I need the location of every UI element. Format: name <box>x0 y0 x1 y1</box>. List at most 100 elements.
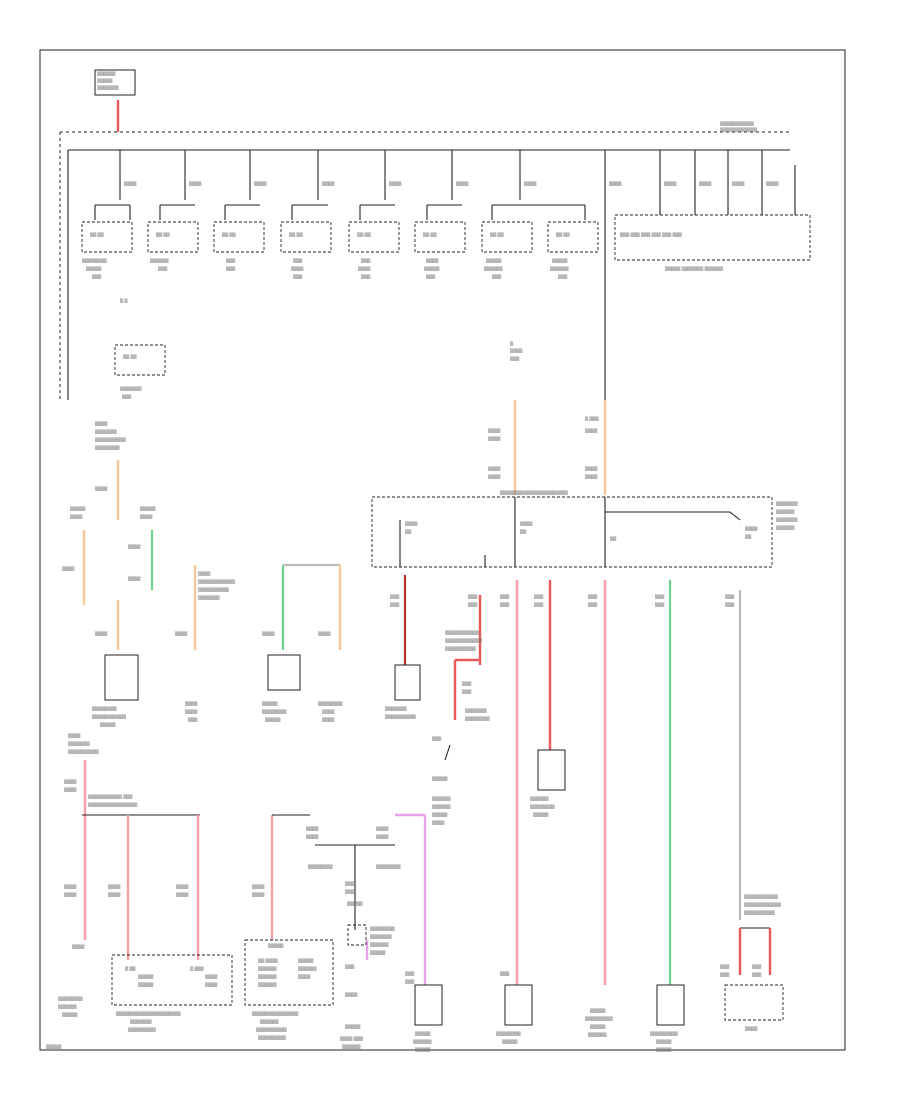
svg-text:▒▒▒▒▒▒: ▒▒▒▒▒▒ <box>776 509 795 514</box>
svg-text:▒▒▒▒▒▒: ▒▒▒▒▒▒ <box>432 804 451 809</box>
svg-text:▒▒▒▒: ▒▒▒▒ <box>64 787 77 792</box>
svg-text:▒▒▒▒: ▒▒▒▒ <box>432 820 445 825</box>
svg-text:▒▒▒▒: ▒▒▒▒ <box>456 181 469 186</box>
svg-text:▒▒▒▒: ▒▒▒▒ <box>376 826 389 831</box>
svg-text:▒▒▒▒: ▒▒▒▒ <box>185 709 198 714</box>
svg-text:▒▒▒▒: ▒▒▒▒ <box>322 709 335 714</box>
svg-text:▒▒▒▒▒▒▒: ▒▒▒▒▒▒▒ <box>130 1019 152 1024</box>
svg-text:▒▒▒▒: ▒▒▒▒ <box>95 486 108 491</box>
svg-text:▒▒▒▒: ▒▒▒▒ <box>609 181 622 186</box>
svg-text:▒▒▒▒▒▒▒▒▒▒: ▒▒▒▒▒▒▒▒▒▒ <box>198 587 230 592</box>
svg-text:▒▒▒▒▒: ▒▒▒▒▒ <box>552 258 568 263</box>
svg-text:▒▒▒▒▒▒: ▒▒▒▒▒▒ <box>258 966 277 971</box>
svg-text:▒▒▒▒: ▒▒▒▒ <box>262 631 275 636</box>
svg-text:▒ ▒: ▒ ▒ <box>120 298 128 303</box>
svg-text:▒▒▒▒▒: ▒▒▒▒▒ <box>62 1012 78 1017</box>
svg-text:▒▒▒: ▒▒▒ <box>588 602 598 607</box>
svg-text:▒▒▒▒▒▒▒▒▒: ▒▒▒▒▒▒▒▒▒ <box>650 1031 679 1036</box>
svg-text:▒▒▒▒: ▒▒▒▒ <box>252 892 265 897</box>
svg-text:▒▒: ▒▒ <box>610 536 617 541</box>
svg-text:▒▒▒▒▒▒▒▒▒▒▒▒: ▒▒▒▒▒▒▒▒▒▒▒▒ <box>198 579 236 584</box>
svg-text:▒▒▒▒▒▒▒▒▒▒: ▒▒▒▒▒▒▒▒▒▒ <box>445 646 477 651</box>
svg-text:▒▒▒▒▒: ▒▒▒▒▒ <box>590 1024 606 1029</box>
svg-text:▒▒▒▒▒ ▒▒▒▒▒▒▒ ▒▒▒▒▒▒: ▒▒▒▒▒ ▒▒▒▒▒▒▒ ▒▒▒▒▒▒ <box>665 266 724 271</box>
svg-text:▒ ▒▒▒: ▒ ▒▒▒ <box>585 416 600 421</box>
svg-text:▒▒ ▒▒: ▒▒ ▒▒ <box>90 232 105 237</box>
svg-text:▒▒▒▒▒▒: ▒▒▒▒▒▒ <box>260 1019 279 1024</box>
svg-text:▒▒▒: ▒▒▒ <box>390 594 400 599</box>
svg-text:▒▒▒▒▒: ▒▒▒▒▒ <box>656 1039 672 1044</box>
svg-text:▒▒▒▒: ▒▒▒▒ <box>585 428 598 433</box>
svg-text:▒▒▒▒▒: ▒▒▒▒▒ <box>70 506 86 511</box>
svg-text:▒▒▒▒▒▒: ▒▒▒▒▒▒ <box>432 796 451 801</box>
svg-text:▒▒▒▒▒▒: ▒▒▒▒▒▒ <box>258 974 277 979</box>
svg-text:▒▒▒▒: ▒▒▒▒ <box>322 717 335 722</box>
svg-text:▒▒▒▒: ▒▒▒▒ <box>488 474 501 479</box>
svg-text:▒▒ ▒▒: ▒▒ ▒▒ <box>123 354 138 359</box>
svg-text:▒▒▒: ▒▒▒ <box>158 266 168 271</box>
svg-text:▒▒ ▒▒: ▒▒ ▒▒ <box>357 232 372 237</box>
svg-text:▒▒▒: ▒▒▒ <box>405 971 415 976</box>
svg-text:▒: ▒ <box>510 341 514 346</box>
svg-text:▒▒▒▒: ▒▒▒▒ <box>70 514 83 519</box>
svg-text:▒▒▒▒: ▒▒▒▒ <box>205 982 218 987</box>
svg-text:▒▒▒: ▒▒▒ <box>720 972 730 977</box>
svg-text:▒▒▒▒▒▒: ▒▒▒▒▒▒ <box>370 942 389 947</box>
svg-text:▒▒▒▒: ▒▒▒▒ <box>185 701 198 706</box>
svg-text:▒▒▒▒▒▒▒▒▒▒▒: ▒▒▒▒▒▒▒▒▒▒▒ <box>92 714 127 719</box>
svg-text:▒▒▒▒: ▒▒▒▒ <box>520 521 533 526</box>
svg-text:▒▒▒▒: ▒▒▒▒ <box>376 834 389 839</box>
svg-text:▒▒▒▒: ▒▒▒▒ <box>488 436 501 441</box>
svg-text:▒▒▒▒: ▒▒▒▒ <box>585 474 598 479</box>
svg-text:▒▒▒▒▒▒▒▒: ▒▒▒▒▒▒▒▒ <box>318 701 344 706</box>
svg-text:▒▒▒: ▒▒▒ <box>500 602 510 607</box>
svg-text:▒▒▒: ▒▒▒ <box>558 274 568 279</box>
svg-text:▒▒ ▒▒: ▒▒ ▒▒ <box>490 232 505 237</box>
svg-text:▒▒▒▒: ▒▒▒▒ <box>488 428 501 433</box>
svg-text:▒▒▒▒: ▒▒▒▒ <box>745 526 758 531</box>
svg-text:▒▒▒▒▒▒▒▒▒▒▒▒▒▒▒▒: ▒▒▒▒▒▒▒▒▒▒▒▒▒▒▒▒ <box>88 802 138 807</box>
svg-text:▒▒▒▒▒: ▒▒▒▒▒ <box>86 266 102 271</box>
svg-text:▒▒▒▒▒▒: ▒▒▒▒▒▒ <box>530 796 549 801</box>
svg-text:▒▒▒▒▒▒▒▒▒▒: ▒▒▒▒▒▒▒▒▒▒ <box>744 910 776 915</box>
svg-text:▒▒▒: ▒▒▒ <box>655 594 665 599</box>
svg-text:▒▒▒▒: ▒▒▒▒ <box>95 421 108 426</box>
svg-text:▒▒▒: ▒▒▒ <box>468 594 478 599</box>
svg-text:▒▒▒▒: ▒▒▒▒ <box>306 826 319 831</box>
svg-text:▒▒▒▒▒▒▒▒▒▒: ▒▒▒▒▒▒▒▒▒▒ <box>256 1027 288 1032</box>
svg-text:▒▒▒▒▒▒: ▒▒▒▒▒▒ <box>484 266 503 271</box>
svg-text:▒▒▒▒▒▒▒: ▒▒▒▒▒▒▒ <box>120 386 142 391</box>
svg-text:▒▒▒▒▒▒▒▒▒: ▒▒▒▒▒▒▒▒▒ <box>128 1027 157 1032</box>
svg-text:▒▒▒▒▒▒: ▒▒▒▒▒▒ <box>413 1039 432 1044</box>
svg-text:▒▒▒: ▒▒▒ <box>345 964 355 969</box>
svg-text:▒▒▒▒▒▒▒: ▒▒▒▒▒▒▒ <box>97 85 119 90</box>
svg-text:▒▒▒▒▒▒▒▒▒▒▒ ▒▒▒: ▒▒▒▒▒▒▒▒▒▒▒ ▒▒▒ <box>88 794 133 799</box>
svg-text:▒▒▒▒: ▒▒▒▒ <box>345 992 358 997</box>
svg-text:▒▒▒▒▒▒▒: ▒▒▒▒▒▒▒ <box>776 517 798 522</box>
svg-text:▒▒▒▒▒▒▒▒▒▒: ▒▒▒▒▒▒▒▒▒▒ <box>68 749 100 754</box>
svg-text:▒▒▒▒: ▒▒▒▒ <box>128 544 141 549</box>
svg-text:▒▒▒▒▒▒▒▒▒▒▒▒▒▒▒▒▒▒▒▒▒: ▒▒▒▒▒▒▒▒▒▒▒▒▒▒▒▒▒▒▒▒▒ <box>116 1011 182 1016</box>
svg-text:▒▒▒▒▒: ▒▒▒▒▒ <box>345 1024 361 1029</box>
svg-text:▒▒▒▒▒: ▒▒▒▒▒ <box>347 901 363 906</box>
svg-text:▒▒▒▒▒: ▒▒▒▒▒ <box>415 1031 431 1036</box>
bottom-center: ▒▒▒▒ ▒▒▒▒ ▒▒▒▒ ▒▒▒▒ ▒▒▒▒▒▒▒▒ ▒▒▒▒▒▒▒▒ ▒▒… <box>306 776 451 1052</box>
svg-text:▒▒▒▒▒: ▒▒▒▒▒ <box>46 1044 62 1049</box>
svg-text:▒▒ ▒▒: ▒▒ ▒▒ <box>423 232 438 237</box>
svg-text:▒▒▒▒: ▒▒▒▒ <box>585 466 598 471</box>
svg-text:▒▒▒▒▒▒▒▒: ▒▒▒▒▒▒▒▒ <box>82 258 108 263</box>
svg-text:▒▒▒▒: ▒▒▒▒ <box>306 834 319 839</box>
svg-text:▒▒▒: ▒▒▒ <box>390 602 400 607</box>
svg-text:▒▒▒: ▒▒▒ <box>725 602 735 607</box>
svg-text:▒▒▒▒▒▒: ▒▒▒▒▒▒ <box>150 258 169 263</box>
svg-text:▒▒▒▒: ▒▒▒▒ <box>298 974 311 979</box>
svg-text:▒▒▒▒▒▒▒: ▒▒▒▒▒▒▒ <box>95 429 117 434</box>
svg-text:▒▒ ▒▒: ▒▒ ▒▒ <box>156 232 171 237</box>
left-branch: ▒ ▒ ▒▒ ▒▒ ▒▒▒▒▒▒▒ ▒▒▒ ▒▒▒▒ ▒▒▒▒▒▒▒ ▒▒▒▒▒… <box>62 298 344 727</box>
svg-text:▒▒▒▒▒▒▒▒▒▒▒: ▒▒▒▒▒▒▒▒▒▒▒ <box>720 121 755 126</box>
svg-text:▒▒▒▒: ▒▒▒▒ <box>510 348 523 353</box>
svg-text:▒▒▒▒▒▒▒▒▒▒▒: ▒▒▒▒▒▒▒▒▒▒▒ <box>744 894 779 899</box>
svg-text:▒▒▒▒▒: ▒▒▒▒▒ <box>486 258 502 263</box>
svg-text:▒▒▒: ▒▒▒ <box>92 274 102 279</box>
